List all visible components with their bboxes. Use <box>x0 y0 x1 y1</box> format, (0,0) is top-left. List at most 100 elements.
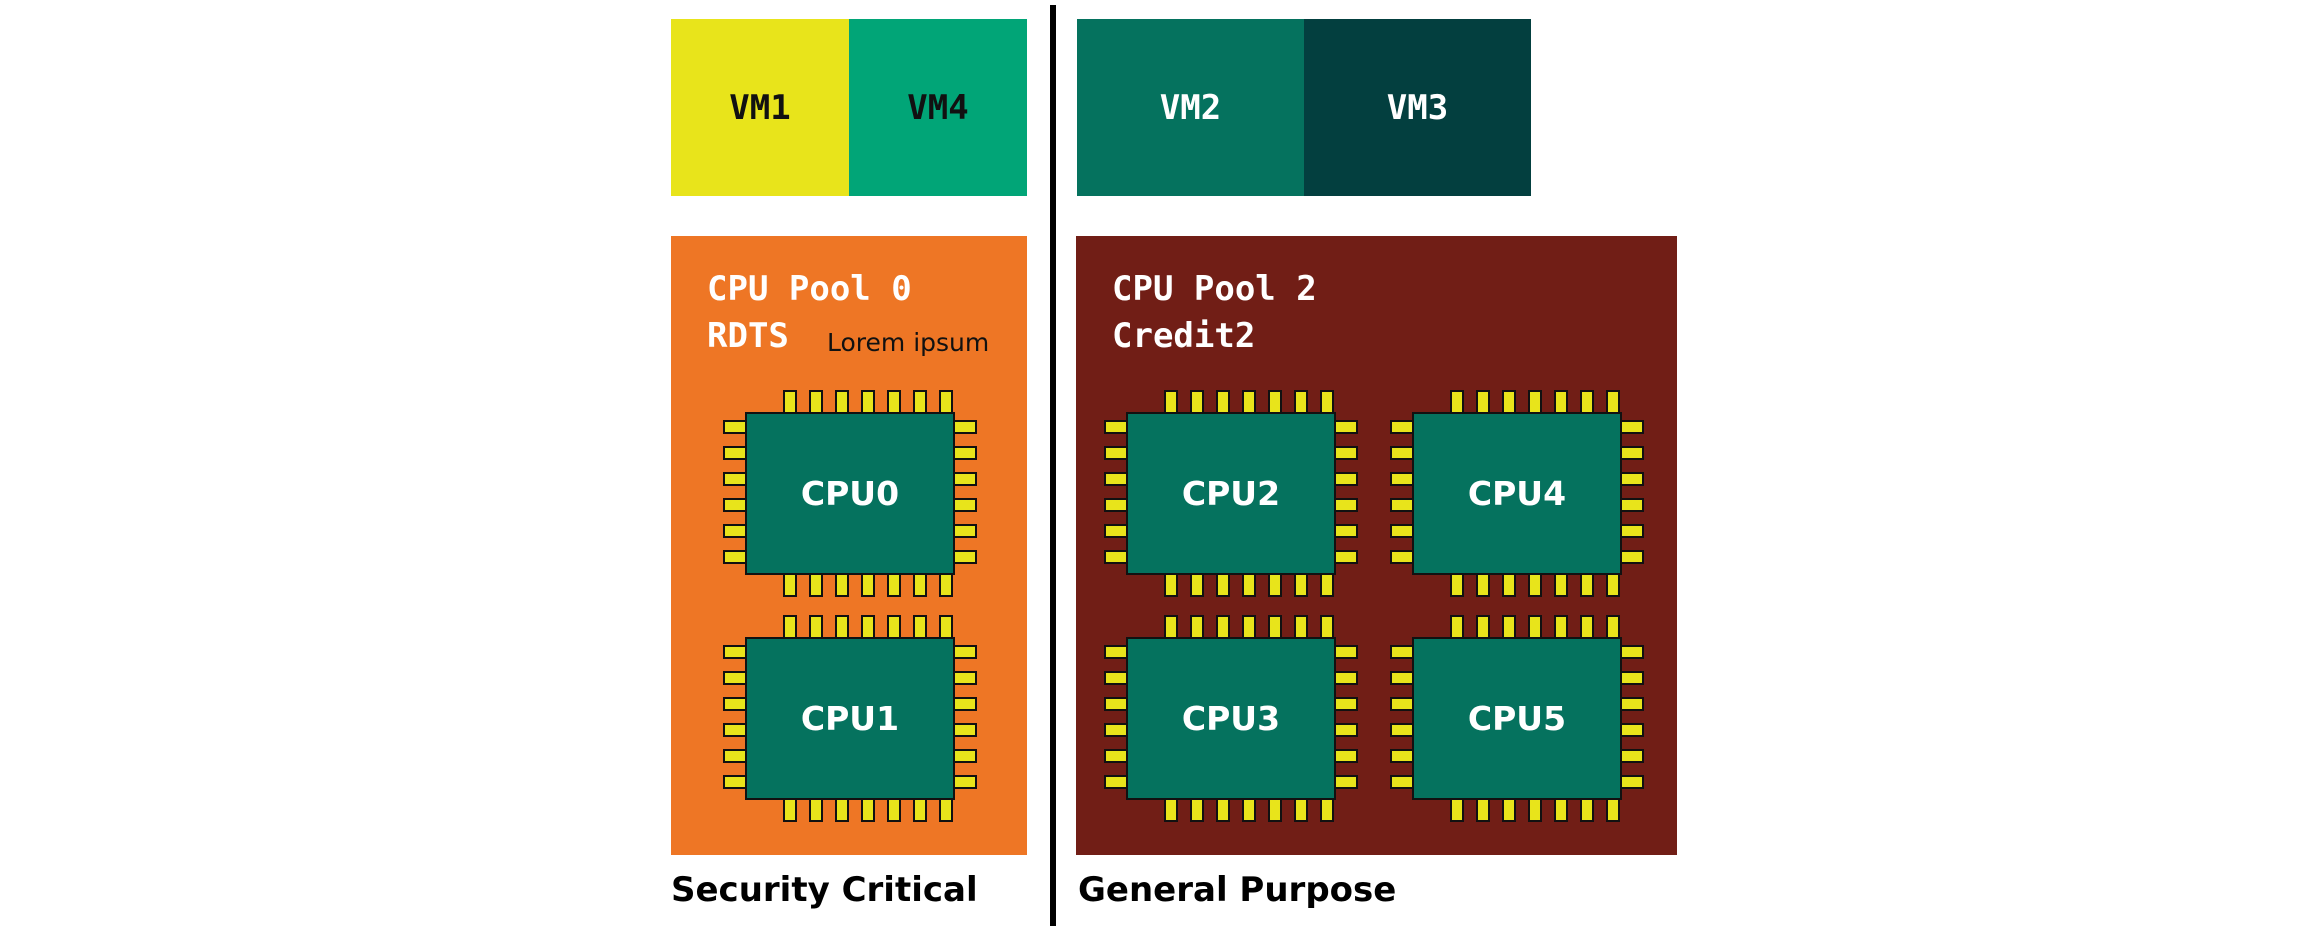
cpu-chip: CPU5 <box>1390 615 1644 822</box>
vm4-label: VM4 <box>907 87 969 128</box>
chip-pin <box>913 798 927 822</box>
chip-pin <box>1320 615 1334 639</box>
chip-pin <box>1476 573 1490 597</box>
chip-pin <box>1502 390 1516 414</box>
chip-pin <box>1334 723 1358 737</box>
chip-pin <box>913 615 927 639</box>
chip-pin <box>1450 573 1464 597</box>
chip-pin <box>1580 798 1594 822</box>
chip-pin <box>809 798 823 822</box>
chip-pin <box>1554 798 1568 822</box>
chip-pin <box>1528 798 1542 822</box>
chip-pin <box>1580 615 1594 639</box>
chip-pin <box>1334 446 1358 460</box>
cpu-chip: CPU0 <box>723 390 977 597</box>
chip-pin <box>953 550 977 564</box>
chip-pin <box>1334 472 1358 486</box>
chip-pin <box>1104 524 1128 538</box>
section-divider <box>1050 5 1056 926</box>
chip-pin <box>1620 498 1644 512</box>
chip-pin <box>835 798 849 822</box>
chip-pin <box>1502 573 1516 597</box>
cpu-chip-label: CPU5 <box>1467 699 1567 738</box>
chip-pin <box>835 573 849 597</box>
chip-pin <box>887 573 901 597</box>
chip-pin <box>1620 775 1644 789</box>
chip-pin <box>1606 573 1620 597</box>
chip-pin <box>723 671 747 685</box>
chip-pin <box>1580 573 1594 597</box>
chip-pin <box>1620 550 1644 564</box>
chip-pin <box>1320 390 1334 414</box>
chip-pin <box>1334 498 1358 512</box>
chip-pin <box>1216 615 1230 639</box>
chip-pin <box>913 390 927 414</box>
chip-pin <box>1104 550 1128 564</box>
chip-pin <box>1620 723 1644 737</box>
chip-pin <box>1450 390 1464 414</box>
cpu-pool-0-note: Lorem ipsum <box>827 328 990 357</box>
chip-pin <box>1268 615 1282 639</box>
chip-pin <box>783 573 797 597</box>
chip-pin <box>1104 775 1128 789</box>
chip-pin <box>1164 615 1178 639</box>
chip-pin <box>723 420 747 434</box>
chip-pin <box>861 573 875 597</box>
chip-pin <box>809 615 823 639</box>
chip-pin <box>835 615 849 639</box>
chip-pin <box>1450 615 1464 639</box>
chip-pin <box>1554 573 1568 597</box>
chip-pin <box>1320 573 1334 597</box>
chip-pin <box>953 671 977 685</box>
chip-pin <box>1268 798 1282 822</box>
chip-pin <box>1190 573 1204 597</box>
vm3-block: VM3 <box>1304 19 1531 196</box>
chip-pin <box>1502 615 1516 639</box>
chip-pin <box>887 798 901 822</box>
chip-pin <box>1294 615 1308 639</box>
cpu-pool-2: CPU Pool 2 Credit2 CPU2 CPU4 CPU3 CPU5 <box>1076 236 1677 855</box>
chip-pin <box>1242 798 1256 822</box>
chip-pin <box>939 798 953 822</box>
chip-pin <box>1216 798 1230 822</box>
chip-pin <box>1334 749 1358 763</box>
chip-pin <box>783 615 797 639</box>
chip-pin <box>1216 390 1230 414</box>
chip-pin <box>723 775 747 789</box>
chip-pin <box>1390 446 1414 460</box>
chip-pin <box>1242 390 1256 414</box>
chip-pin <box>1390 671 1414 685</box>
chip-pin <box>1528 573 1542 597</box>
chip-pin <box>1294 573 1308 597</box>
chip-pin <box>1242 615 1256 639</box>
chip-pin <box>723 446 747 460</box>
chip-pin <box>1104 749 1128 763</box>
chip-pin <box>1390 723 1414 737</box>
chip-pin <box>723 550 747 564</box>
caption-security-critical: Security Critical <box>671 870 978 910</box>
chip-pin <box>723 498 747 512</box>
chip-pin <box>1334 645 1358 659</box>
chip-pin <box>809 573 823 597</box>
chip-pin <box>861 615 875 639</box>
chip-pin <box>1334 550 1358 564</box>
chip-pin <box>1190 390 1204 414</box>
chip-pin <box>1104 446 1128 460</box>
chip-pin <box>1334 524 1358 538</box>
cpu-chip-label: CPU1 <box>800 699 900 738</box>
vm4-block: VM4 <box>849 19 1027 196</box>
chip-pin <box>861 390 875 414</box>
chip-pin <box>1620 524 1644 538</box>
chip-pin <box>723 524 747 538</box>
chip-pin <box>1164 798 1178 822</box>
chip-pin <box>953 498 977 512</box>
chip-pin <box>1268 390 1282 414</box>
chip-pin <box>953 723 977 737</box>
chip-pin <box>1620 420 1644 434</box>
chip-pin <box>1554 615 1568 639</box>
chip-pin <box>1554 390 1568 414</box>
chip-pin <box>887 615 901 639</box>
chip-pin <box>939 573 953 597</box>
chip-pin <box>1620 446 1644 460</box>
vm1-label: VM1 <box>729 87 791 128</box>
